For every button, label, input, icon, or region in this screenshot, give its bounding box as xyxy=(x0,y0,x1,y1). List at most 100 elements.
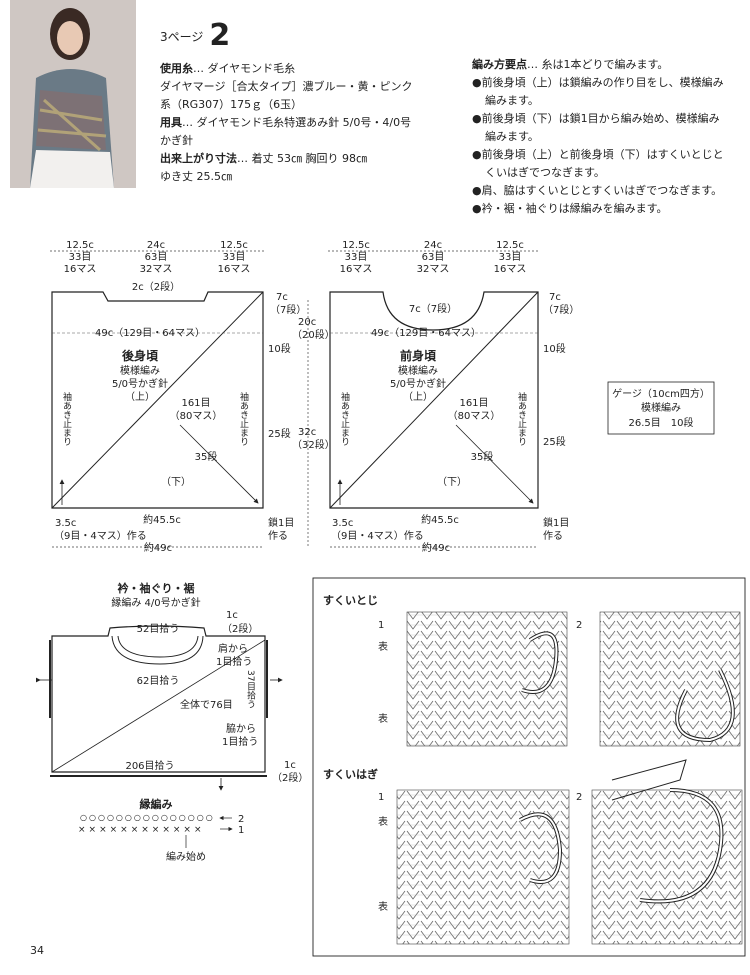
svg-text:○○○○○○○○○○○○○○○: ○○○○○○○○○○○○○○○ xyxy=(80,813,215,822)
shoulder-pickup2: 1目拾う xyxy=(216,655,252,668)
edge-stitch-title: 縁編み xyxy=(140,797,173,811)
grafting-illustration-2 xyxy=(591,759,743,945)
back-top-right-st: 33目 xyxy=(223,252,246,263)
height-dims: 20c （20段） 32c （32段） xyxy=(292,300,335,548)
knitting-points: 編み方要点… 糸は1本どりで編みます。 ●前後身頃（上）は鎖編みの作り目をし、模… xyxy=(472,56,747,218)
tools-line2: かぎ針 xyxy=(160,134,193,147)
size-text: … 着丈 53㎝ 胸回り 98㎝ xyxy=(237,152,367,165)
size-label: 出来上がり寸法 xyxy=(160,152,237,165)
front-upper: （上） xyxy=(403,391,433,403)
back-body-diagram: 12.5c 33目 16マス 24c 63目 32マス 12.5c 33目 16… xyxy=(50,240,306,554)
neck-pickup-bottom: 62目拾う xyxy=(137,674,180,687)
back-armhole-left: 袖あき止まり xyxy=(61,391,72,446)
front-top-right-sq: 16マス xyxy=(494,264,527,275)
points-intro: … 糸は1本どりで編みます。 xyxy=(527,58,669,71)
technique-box: すくいとじ 1 2 表 表 すくいはぎ 1 2 表 表 xyxy=(312,577,746,957)
point-3-cont: くいはぎでつなぎます。 xyxy=(485,166,605,179)
point-5: ●衿・裾・袖ぐりは縁編みを編みます。 xyxy=(472,202,668,215)
back-diag-sq: （80マス） xyxy=(170,410,223,422)
edging-sub: 縁編み 4/0号かぎ針 xyxy=(111,596,200,609)
side-pickup2: 1目拾う xyxy=(222,735,258,748)
front-top-left-st: 33目 xyxy=(345,252,368,263)
mattress-step-2: 2 xyxy=(576,620,582,631)
edge-row-1: 1 xyxy=(238,825,244,836)
hem-pickup: 206目拾う xyxy=(125,759,174,772)
all-pickup: 全体で76目 xyxy=(180,698,233,711)
mattress-front-1: 表 xyxy=(378,640,388,653)
point-2: ●前後身頃（下）は鎖1目から編み始め、模様編み xyxy=(472,112,720,125)
front-top-mid-st: 63目 xyxy=(422,252,445,263)
back-armhole-right: 袖あき止まり xyxy=(238,391,249,446)
front-diag-st: 161目 xyxy=(459,398,488,409)
gauge-pattern: 模様編み xyxy=(641,401,681,414)
back-top-mid-cm: 24c xyxy=(147,240,165,251)
front-hook: 5/0号かぎ針 xyxy=(390,377,446,390)
back-upper: （上） xyxy=(125,391,155,403)
grafting-step-2: 2 xyxy=(576,792,582,803)
back-top-left-sq: 16マス xyxy=(64,264,97,275)
back-start-left2: （9目・4マス）作る xyxy=(54,530,147,542)
yarn-line3: 系（RG307）175ｇ（6玉） xyxy=(160,98,303,111)
points-label: 編み方要点 xyxy=(472,58,527,71)
back-top-mid-st: 63目 xyxy=(145,252,168,263)
lower-height: 32c xyxy=(298,427,316,438)
front-armhole-right: 袖あき止まり xyxy=(516,391,527,446)
front-neck-depth: 7c（7段） xyxy=(409,302,457,315)
front-rows-25: 25段 xyxy=(543,435,566,448)
page-number: 34 xyxy=(30,944,44,957)
front-body-diagram: 12.5c 33目 16マス 24c 63目 32マス 12.5c 33目 16… xyxy=(328,240,579,554)
back-top-left-cm: 12.5c xyxy=(66,240,94,251)
back-rows-10: 10段 xyxy=(268,342,291,355)
yarn-line2: ダイヤマージ［合太タイプ］濃ブルー・黄・ピンク xyxy=(160,80,413,93)
edging-diagram: 衿・袖ぐり・裾 縁編み 4/0号かぎ針 52目拾う 62目拾う 1c （2段） … xyxy=(36,581,308,791)
front-top-right-st: 33目 xyxy=(499,252,522,263)
front-armhole-left: 袖あき止まり xyxy=(339,391,350,446)
front-bottom-width: 約45.5c xyxy=(421,513,459,526)
gauge-title: ゲージ（10cm四方） xyxy=(612,387,710,400)
front-width: 49c（129目・64マス） xyxy=(371,327,481,339)
gauge-box: ゲージ（10cm四方） 模様編み 26.5目 10段 xyxy=(607,381,715,435)
svg-text:××××××××××××: ×××××××××××× xyxy=(78,825,205,835)
back-top-left-st: 33目 xyxy=(69,252,92,263)
edge-stitch-chart: 縁編み ○○○○○○○○○○○○○○○ ×××××××××××× 2 1 編み始… xyxy=(78,797,244,863)
grafting-front-2: 表 xyxy=(378,900,388,913)
back-start-left: 3.5c xyxy=(55,518,76,529)
front-rows-35: 35段 xyxy=(471,450,494,463)
front-lower: （下） xyxy=(437,476,467,488)
mattress-step-1: 1 xyxy=(378,620,384,631)
back-bottom-width: 約45.5c xyxy=(143,513,181,526)
front-title: 前身頃 xyxy=(400,348,437,363)
mattress-illustration-2 xyxy=(599,611,741,747)
page-reference: 3ページ xyxy=(160,30,204,44)
point-1: ●前後身頃（上）は鎖編みの作り目をし、模様編み xyxy=(472,76,724,89)
upper-height: 20c xyxy=(298,317,316,328)
point-4: ●肩、脇はすくいとじとすくいはぎでつなぎます。 xyxy=(472,184,723,197)
grafting-front-1: 表 xyxy=(378,815,388,828)
grafting-step-1: 1 xyxy=(378,792,384,803)
point-1-cont: 編みます。 xyxy=(485,94,539,107)
back-start-right: 鎖1目 xyxy=(268,516,294,529)
back-diag-st: 161目 xyxy=(181,398,210,409)
front-shoulder: 7c xyxy=(549,292,561,303)
side-pickup: 脇から xyxy=(226,723,256,735)
front-start-left: 3.5c xyxy=(332,518,353,529)
front-top-mid-sq: 32マス xyxy=(417,264,450,275)
back-rows-35: 35段 xyxy=(195,450,218,463)
back-title: 後身頃 xyxy=(122,348,159,363)
front-total-width: 約49c xyxy=(422,541,450,554)
shoulder-pickup: 肩から xyxy=(218,642,248,655)
back-top-mid-sq: 32マス xyxy=(140,264,173,275)
neck-pickup-top: 52目拾う xyxy=(137,622,180,635)
edging-top-cm: 1c xyxy=(226,610,238,621)
hem-cm: 1c xyxy=(284,760,296,771)
mattress-front-2: 表 xyxy=(378,712,388,725)
materials-block: 使用糸… ダイヤモンド毛糸 ダイヤマージ［合太タイプ］濃ブルー・黄・ピンク 系（… xyxy=(160,60,460,186)
gauge-value: 26.5目 10段 xyxy=(629,416,694,429)
back-start-right2: 作る xyxy=(268,530,288,542)
tools-text: … ダイヤモンド毛糸特選あみ針 5/0号・4/0号 xyxy=(182,116,412,129)
front-start-right2: 作る xyxy=(543,530,563,542)
back-top-right-sq: 16マス xyxy=(218,264,251,275)
edge-stitch-start: 編み始め xyxy=(166,850,206,863)
point-3: ●前後身頃（上）と前後身頃（下）はすくいとじと xyxy=(472,148,724,161)
